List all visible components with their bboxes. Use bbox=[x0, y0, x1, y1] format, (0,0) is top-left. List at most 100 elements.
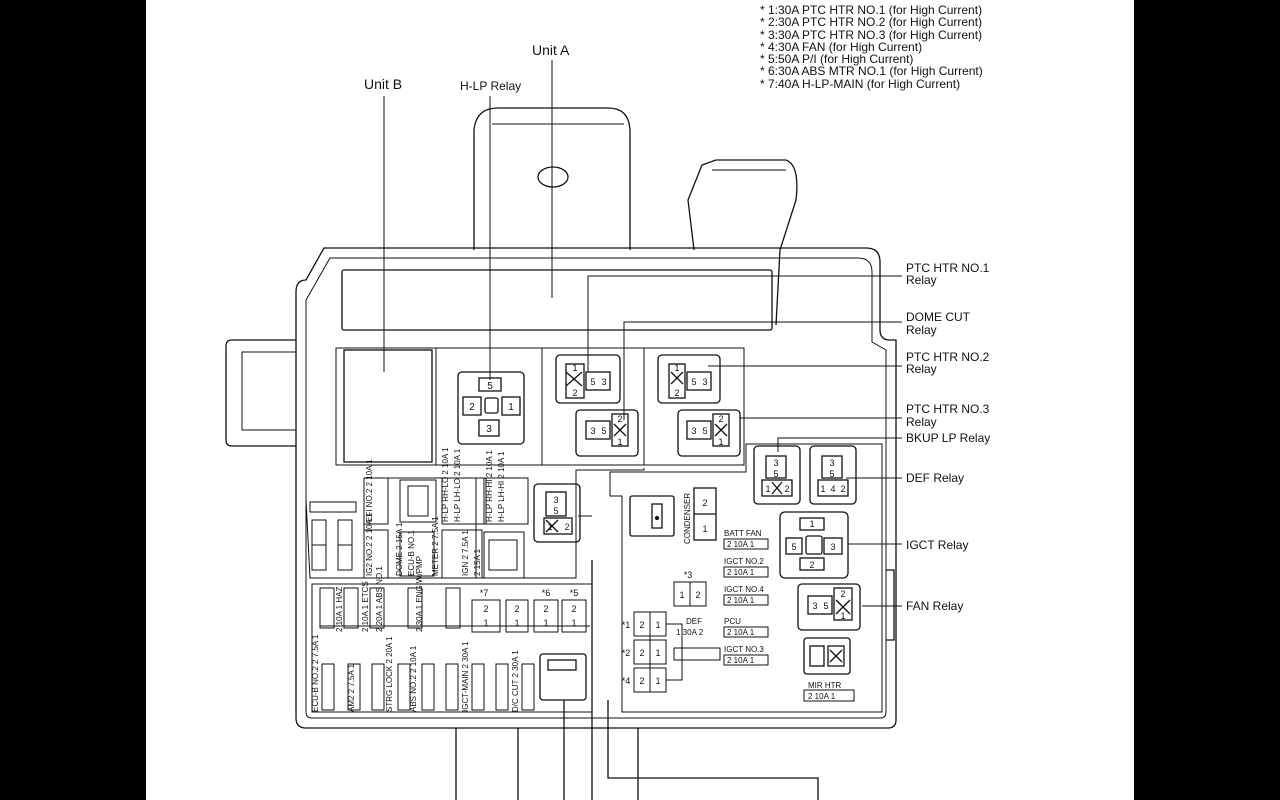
mid-fuse-label: 2 10A 1 ETCS bbox=[361, 581, 370, 632]
right-fuse-name: IGCT NO.3 bbox=[724, 645, 764, 654]
upper-fuse-label: IG2 NO.2 2 10A 1 bbox=[365, 512, 374, 576]
upper-fuse-label: EFI NO.2 2 10A 1 bbox=[365, 459, 374, 522]
left-small-relay-pin: 3 bbox=[553, 495, 558, 505]
cover-top bbox=[473, 107, 631, 250]
right-fuse-box bbox=[723, 626, 769, 638]
lower-fuse-label: AM2 2 7.5A 1 bbox=[347, 663, 356, 712]
hc-row-pin: 1 bbox=[655, 620, 660, 630]
hc-row-pin: 1 bbox=[514, 618, 519, 628]
note-3: * 3:30A PTC HTR NO.3 (for High Current) bbox=[760, 27, 983, 42]
hc-mark: *1 bbox=[622, 620, 631, 630]
hc-row-pin: 1 bbox=[483, 618, 488, 628]
lower-fuse-label: STRG LOCK 2 20A 1 bbox=[385, 636, 394, 712]
ptc3-relay bbox=[677, 409, 741, 457]
fan-relay-pin: 5 bbox=[823, 601, 828, 611]
mid-fuse-label: 2 20A 1 ABS NO.1 bbox=[375, 566, 384, 632]
mir-htr-fuse-box bbox=[803, 689, 855, 702]
lower-fuse-label: D/C CUT 2 30A 1 bbox=[511, 650, 520, 712]
condenser-pin: 2 bbox=[702, 498, 707, 508]
note-4: * 4:30A FAN (for High Current) bbox=[760, 39, 923, 54]
hc-row-pin: 1 bbox=[571, 618, 576, 628]
igct-pin: 1 bbox=[809, 519, 814, 529]
lower-fuse-row bbox=[321, 663, 535, 711]
def-relay-pin: 3 bbox=[829, 458, 834, 468]
hc-3-pin: 2 bbox=[695, 590, 700, 600]
upper-fuse-label: H-LP RH-LO 2 10A 1 bbox=[441, 447, 450, 522]
ptc1-pin: 1 bbox=[572, 363, 577, 373]
lower-high-current-socket bbox=[539, 653, 587, 701]
mid-fuse-label: 2 10A 1 HAZ bbox=[335, 587, 344, 632]
ptc1-pin: 2 bbox=[572, 388, 577, 398]
connector-boot bbox=[687, 159, 798, 326]
def-relay-pin: 2 bbox=[840, 484, 845, 494]
bkup-lp-pin: 5 bbox=[773, 469, 778, 479]
ptc1-pin: 5 bbox=[590, 377, 595, 387]
hc-mark: *7 bbox=[480, 588, 489, 598]
lower-fuse-label: ECU-B NO.2 2 7.5A 1 bbox=[311, 634, 320, 712]
label-unit-b: Unit B bbox=[364, 76, 403, 92]
hc-mark: *3 bbox=[684, 570, 693, 580]
condenser-pin: 1 bbox=[702, 524, 707, 534]
fan-relay-pin: 2 bbox=[840, 589, 845, 599]
leader-lines bbox=[383, 60, 902, 607]
mir-htr-socket bbox=[803, 637, 851, 675]
label-ptc3-relay-line2: Relay bbox=[906, 415, 937, 429]
upper-fuse-label: H-LP LH-LO 2 10A 1 bbox=[453, 448, 462, 522]
label-hlp-relay: H-LP Relay bbox=[460, 79, 522, 93]
right-bay-outline bbox=[609, 443, 883, 713]
hlp-pin: 1 bbox=[508, 402, 514, 413]
lower-bay-outline bbox=[305, 468, 645, 579]
def-relay-pin: 4 bbox=[830, 484, 835, 494]
ptc3-pin: 1 bbox=[718, 437, 723, 447]
bkup-lp-pin: 2 bbox=[784, 484, 789, 494]
hc-row-pin: 2 bbox=[571, 604, 576, 614]
mid-fuse-row bbox=[319, 587, 590, 633]
ptc2-pin: 1 bbox=[674, 363, 679, 373]
hlp-relay bbox=[457, 371, 525, 445]
right-fuse-name: BATT FAN bbox=[724, 529, 762, 538]
ptc3-pin: 3 bbox=[691, 426, 696, 436]
right-fuse-amp: 2 10A 1 bbox=[727, 656, 755, 665]
lower-fuse-label: IGCT-MAIN 2 30A 1 bbox=[461, 641, 470, 712]
def-relay-pin: 5 bbox=[829, 469, 834, 479]
def-fuse-bar bbox=[673, 647, 721, 661]
lower-fuse-label: ABS NO.2 2 10A 1 bbox=[409, 645, 418, 712]
ptc2-pin: 2 bbox=[674, 388, 679, 398]
right-fuse-box bbox=[723, 594, 769, 606]
ptc3-pin: 2 bbox=[718, 414, 723, 424]
unit-a-bay bbox=[341, 269, 773, 331]
upper-fuse-label: H-LP RH-HI 2 10A 1 bbox=[485, 450, 494, 522]
relay-bay-outline bbox=[335, 347, 745, 466]
label-ptc1-relay-line2: Relay bbox=[906, 273, 937, 287]
right-fuse-amp: 2 10A 1 bbox=[727, 628, 755, 637]
fuse-box-outline bbox=[295, 247, 897, 729]
left-mount-tab-inner bbox=[241, 351, 296, 431]
hc-mark: *2 bbox=[622, 648, 631, 658]
label-unit-a: Unit A bbox=[532, 42, 570, 58]
hc-row-pin: 2 bbox=[639, 676, 644, 686]
hc-mark: *5 bbox=[570, 588, 579, 598]
hc-3-pin: 1 bbox=[679, 590, 684, 600]
condenser-label: CONDENSER bbox=[683, 493, 692, 544]
right-fuse-box bbox=[723, 566, 769, 578]
upper-fuse-label: 2 15A 1 bbox=[473, 548, 482, 576]
label-dome-cut-relay-line2: Relay bbox=[906, 323, 937, 337]
left-small-relay-pin: 2 bbox=[564, 522, 569, 532]
bkup-lp-pin: 3 bbox=[773, 458, 778, 468]
right-fuse-amp: 2 10A 1 bbox=[727, 596, 755, 605]
upper-fuse-label: DOME 2 15A 1 bbox=[395, 522, 404, 576]
left-small-relay bbox=[533, 483, 581, 543]
label-ptc2-relay-line1: PTC HTR NO.2 bbox=[906, 350, 990, 364]
ptc1-pin: 3 bbox=[601, 377, 606, 387]
hc-row-pin: 1 bbox=[543, 618, 548, 628]
dome-cut-pin: 2 bbox=[617, 414, 622, 424]
hlp-pin: 2 bbox=[469, 402, 475, 413]
upper-fuse-label: METER 2 7.5A 1 bbox=[431, 516, 440, 576]
label-fan-relay: FAN Relay bbox=[906, 599, 964, 613]
upper-fuse-label: IGN 2 7.5A 1 bbox=[461, 530, 470, 576]
hc-row-pin: 2 bbox=[514, 604, 519, 614]
fan-relay-pin: 3 bbox=[812, 601, 817, 611]
right-fuse-amp: 2 10A 1 bbox=[727, 540, 755, 549]
fuse-box-diagram: 5213125323511253235135123514215323521351… bbox=[225, 60, 902, 800]
